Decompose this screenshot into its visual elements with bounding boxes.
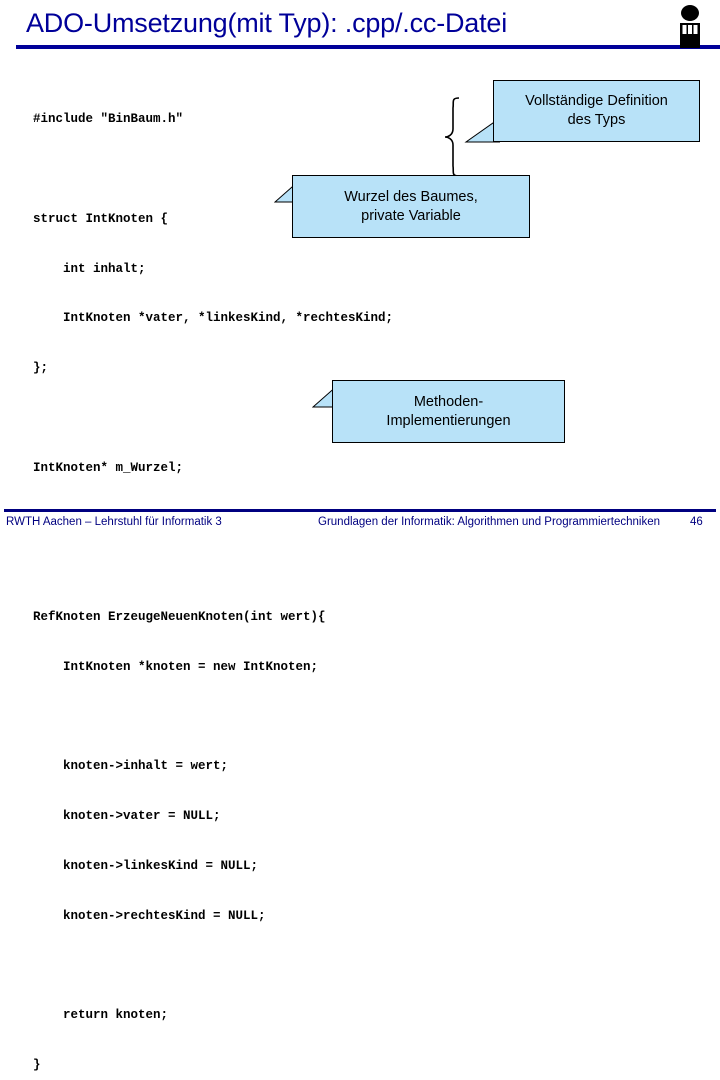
code-line (33, 957, 393, 974)
code-line: IntKnoten *vater, *linkesKind, *rechtesK… (33, 311, 394, 326)
callout-wurzel-des-baumes: Wurzel des Baumes, private Variable (292, 175, 530, 238)
callout-line-1: Methoden- (413, 393, 484, 410)
code-line (33, 559, 393, 576)
title-divider (16, 45, 720, 49)
code-line: return knoten; (33, 1008, 169, 1023)
rwth-person-icon (672, 4, 708, 52)
footer-institution: RWTH Aachen – Lehrstuhl für Informatik 3 (6, 516, 222, 528)
code-line: #include "BinBaum.h" (33, 112, 184, 127)
code-line: knoten->inhalt = wert; (33, 759, 229, 774)
callout-line-2: Implementierungen (386, 412, 511, 429)
callout-vollstaendige-definition: Vollständige Definition des Typs (493, 80, 700, 142)
footer-page-number: 46 (690, 516, 703, 528)
footer-divider (4, 509, 716, 512)
code-line: struct IntKnoten { (33, 211, 169, 226)
page-title: ADO-Umsetzung(mit Typ): .cpp/.cc-Datei (26, 8, 508, 38)
callout-line-2: private Variable (361, 207, 461, 224)
callout-line-1: Vollständige Definition (525, 93, 668, 109)
code-line: IntKnoten* m_Wurzel; (33, 460, 184, 475)
code-line: int inhalt; (33, 261, 146, 276)
code-line (33, 709, 393, 726)
callout-line-2: des Typs (567, 112, 626, 128)
code-line: RefKnoten ErzeugeNeuenKnoten(int wert){ (33, 610, 326, 624)
callout-line-1: Wurzel des Baumes, (344, 188, 478, 205)
code-line: }; (33, 361, 49, 376)
footer-course-title: Grundlagen der Informatik: Algorithmen u… (318, 516, 660, 528)
struct-grouping-brace (443, 96, 469, 178)
code-line: knoten->rechtesKind = NULL; (33, 908, 266, 923)
code-line: } (33, 1058, 41, 1073)
code-line: knoten->linkesKind = NULL; (33, 858, 259, 873)
code-line: IntKnoten *knoten = new IntKnoten; (33, 659, 319, 674)
code-line: knoten->vater = NULL; (33, 809, 221, 824)
callout-methoden-implementierungen: Methoden- Implementierungen (332, 380, 565, 443)
